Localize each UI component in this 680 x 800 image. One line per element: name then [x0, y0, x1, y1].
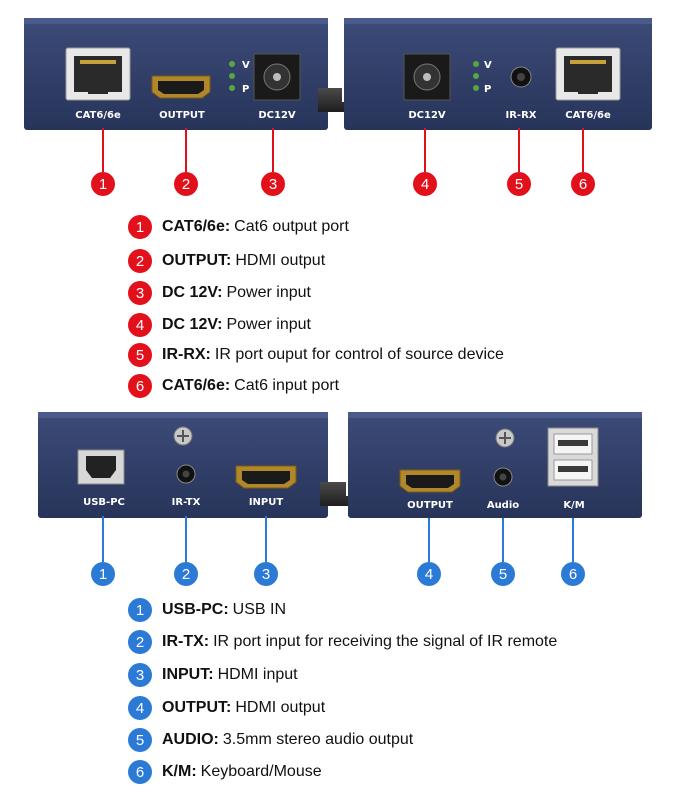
ir-jack-icon — [510, 66, 532, 88]
legend-number: 2 — [128, 630, 152, 654]
legend-desc: USB IN — [232, 601, 287, 618]
callout-number: 1 — [99, 176, 107, 193]
legend-desc: Power input — [226, 284, 311, 301]
legend-number: 4 — [128, 313, 152, 337]
callout-number: 1 — [99, 566, 107, 583]
legend-item: 4 DC 12V: Power input — [128, 312, 311, 338]
legend-number: 1 — [128, 215, 152, 239]
usb-a-port-icon — [547, 427, 599, 487]
legend-number: 3 — [128, 281, 152, 305]
top-callouts: 1 2 3 4 5 6 — [91, 172, 595, 196]
legend-term: CAT6/6e: — [162, 218, 231, 235]
legend-term: CAT6/6e: — [162, 377, 231, 394]
port-label: IR-TX — [172, 497, 201, 508]
screw-icon — [495, 428, 515, 448]
legend-desc: HDMI input — [217, 666, 298, 683]
hdmi-port-icon — [151, 75, 211, 99]
legend-number: 6 — [128, 374, 152, 398]
led-label: P — [484, 84, 491, 95]
port-label: K/M — [563, 500, 584, 511]
audio-jack-icon — [493, 467, 513, 487]
legend-term: OUTPUT: — [162, 252, 232, 269]
legend-term: DC 12V: — [162, 316, 223, 333]
port-label: DC12V — [408, 110, 446, 121]
port-label: IR-RX — [506, 110, 537, 121]
top-left-panel — [24, 18, 328, 130]
legend-item: 1 CAT6/6e: Cat6 output port — [128, 214, 349, 240]
legend-desc: IR port ouput for control of source devi… — [214, 346, 504, 363]
legend-number: 4 — [128, 696, 152, 720]
callout-number: 4 — [421, 176, 429, 193]
legend-item: 1 USB-PC: USB IN — [128, 597, 286, 623]
rj45-port-icon — [555, 47, 621, 101]
legend-desc: 3.5mm stereo audio output — [222, 731, 414, 748]
legend-desc: IR port input for receiving the signal o… — [213, 633, 558, 650]
legend-desc: Cat6 output port — [234, 218, 349, 235]
callout-number: 6 — [569, 566, 577, 583]
callout-number: 6 — [579, 176, 587, 193]
legend-item: 2 OUTPUT: HDMI output — [128, 248, 325, 274]
legend-desc: HDMI output — [235, 699, 326, 716]
legend-desc: HDMI output — [235, 252, 326, 269]
port-label: INPUT — [249, 497, 284, 508]
callout-number: 2 — [182, 176, 190, 193]
legend-desc: Keyboard/Mouse — [200, 763, 322, 780]
legend-number: 5 — [128, 728, 152, 752]
port-label: OUTPUT — [159, 110, 205, 121]
hdmi-port-icon — [399, 469, 461, 493]
legend-item: 2 IR-TX: IR port input for receiving the… — [128, 629, 557, 655]
callout-number: 5 — [515, 176, 523, 193]
legend-term: USB-PC: — [162, 601, 229, 618]
port-label: Audio — [487, 500, 519, 511]
legend-number: 3 — [128, 663, 152, 687]
port-label: DC12V — [258, 110, 296, 121]
legend-term: DC 12V: — [162, 284, 223, 301]
led-label: P — [242, 84, 249, 95]
legend-item: 6 CAT6/6e: Cat6 input port — [128, 373, 339, 399]
port-label: CAT6/6e — [565, 110, 611, 121]
legend-number: 1 — [128, 598, 152, 622]
legend-desc: Power input — [226, 316, 311, 333]
port-label: USB-PC — [83, 497, 125, 508]
legend-term: OUTPUT: — [162, 699, 232, 716]
legend-term: K/M: — [162, 763, 197, 780]
legend-item: 6 K/M: Keyboard/Mouse — [128, 759, 322, 785]
led-label: V — [242, 60, 250, 71]
ir-jack-icon — [176, 464, 196, 484]
top-right-panel — [344, 18, 652, 130]
legend-item: 3 INPUT: HDMI input — [128, 662, 298, 688]
screw-icon — [173, 426, 193, 446]
callout-number: 4 — [425, 566, 433, 583]
port-label: CAT6/6e — [75, 110, 121, 121]
legend-term: IR-RX: — [162, 346, 211, 363]
legend-item: 5 AUDIO: 3.5mm stereo audio output — [128, 727, 413, 753]
led-label: V — [484, 60, 492, 71]
legend-term: AUDIO: — [162, 731, 219, 748]
legend-item: 5 IR-RX: IR port ouput for control of so… — [128, 342, 504, 368]
callout-number: 3 — [269, 176, 277, 193]
bottom-callouts: 1 2 3 4 5 6 — [91, 562, 585, 586]
rj45-port-icon — [65, 47, 131, 101]
legend-term: INPUT: — [162, 666, 214, 683]
legend-number: 5 — [128, 343, 152, 367]
dc-power-jack-icon — [403, 53, 451, 101]
port-label: OUTPUT — [407, 500, 453, 511]
legend-item: 3 DC 12V: Power input — [128, 280, 311, 306]
hdmi-port-icon — [235, 465, 297, 489]
legend-number: 6 — [128, 760, 152, 784]
legend-number: 2 — [128, 249, 152, 273]
callout-number: 5 — [499, 566, 507, 583]
callout-number: 2 — [182, 566, 190, 583]
legend-item: 4 OUTPUT: HDMI output — [128, 695, 325, 721]
legend-desc: Cat6 input port — [234, 377, 340, 394]
dc-power-jack-icon — [253, 53, 301, 101]
callout-number: 3 — [262, 566, 270, 583]
legend-term: IR-TX: — [162, 633, 210, 650]
usb-b-port-icon — [77, 449, 125, 485]
